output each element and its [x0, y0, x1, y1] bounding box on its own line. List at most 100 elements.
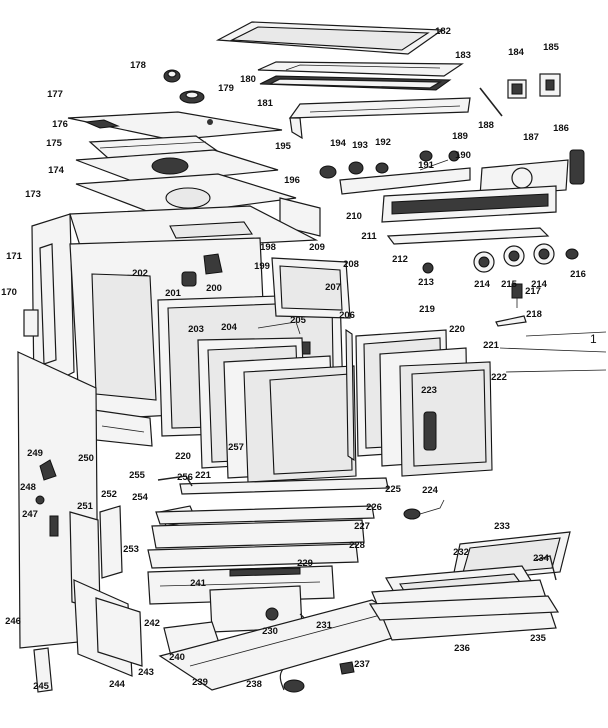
- callout-c255: 255: [129, 470, 146, 481]
- callout-c170: 170: [1, 287, 17, 298]
- callout-c224: 224: [422, 485, 439, 496]
- callout-c239: 239: [192, 677, 208, 688]
- thermocouple-188: [479, 87, 503, 117]
- callout-c235: 235: [530, 633, 547, 644]
- hinge-170: [23, 309, 39, 337]
- kick-panel-242-244: [73, 579, 143, 677]
- rack-235: [368, 595, 560, 621]
- switch-185: [539, 73, 561, 97]
- callout-c199: 199: [254, 261, 270, 272]
- callout-c187: 187: [523, 132, 539, 143]
- drawer-panel-227: [151, 519, 365, 549]
- leg-245: [33, 647, 53, 693]
- callout-c222: 222: [491, 372, 507, 383]
- valves-192-194: [319, 150, 460, 179]
- callout-c234: 234: [533, 553, 550, 564]
- handle-249: [39, 459, 57, 481]
- callout-c253: 253: [123, 544, 139, 555]
- callout-c231: 231: [316, 620, 333, 631]
- callout-c192: 192: [375, 137, 391, 148]
- switch-184: [507, 79, 527, 99]
- callout-c256: 256: [177, 472, 193, 483]
- callout-c209: 209: [309, 242, 325, 253]
- callout-c236: 236: [454, 643, 470, 654]
- callout-c251: 251: [77, 501, 94, 512]
- vent-rail-181: [288, 97, 471, 140]
- leader-line-2: [499, 347, 607, 353]
- callout-c189: 189: [452, 131, 468, 142]
- drawer-handle-229: [229, 567, 301, 577]
- brace-255: [157, 475, 193, 487]
- callout-c198: 198: [260, 242, 276, 253]
- control-knobs-214-215: [473, 243, 555, 273]
- side-mark: 1: [590, 332, 597, 346]
- callout-c208: 208: [343, 259, 359, 270]
- door-panel-257: [243, 365, 357, 483]
- callout-c219: 219: [419, 304, 435, 315]
- callout-c225: 225: [385, 484, 402, 495]
- burner-box-175: [75, 149, 279, 185]
- leader-line-3: [505, 369, 607, 373]
- callout-c220a: 220: [449, 324, 465, 335]
- callout-c241: 241: [190, 578, 207, 589]
- callout-c212: 212: [392, 254, 408, 265]
- screw-248: [35, 495, 45, 505]
- callout-c175: 175: [46, 138, 63, 149]
- callout-c202: 202: [132, 268, 148, 279]
- foot-238: [283, 679, 305, 693]
- rail-225: [179, 477, 389, 495]
- callout-c211: 211: [361, 231, 377, 242]
- callout-c257: 257: [228, 442, 244, 453]
- callout-c246: 246: [5, 616, 21, 627]
- igniter-224: [403, 499, 445, 520]
- screw-237: [339, 661, 355, 675]
- callout-c223: 223: [421, 385, 437, 396]
- callout-c173: 173: [25, 189, 41, 200]
- knob-186: [569, 149, 585, 185]
- callout-c249: 249: [27, 448, 43, 459]
- gasket-204: [257, 321, 301, 335]
- latch-247: [49, 515, 59, 537]
- callout-c181: 181: [257, 98, 274, 109]
- callout-c244: 244: [109, 679, 126, 690]
- callout-c193: 193: [352, 140, 368, 151]
- callout-c226: 226: [366, 502, 382, 513]
- callout-c221b: 221: [195, 470, 212, 481]
- callout-c228: 228: [349, 540, 365, 551]
- callout-c230: 230: [262, 626, 278, 637]
- callout-c245: 245: [33, 681, 50, 692]
- callout-c221a: 221: [483, 340, 500, 351]
- callout-c213: 213: [418, 277, 434, 288]
- callout-c229: 229: [297, 558, 313, 569]
- rail-234: [535, 555, 557, 581]
- callout-c184: 184: [508, 47, 525, 58]
- frame-226: [155, 505, 375, 525]
- callout-c205: 205: [290, 315, 307, 326]
- cooktop-177: [67, 111, 283, 141]
- callout-c191: 191: [418, 160, 435, 171]
- callout-c200: 200: [206, 283, 222, 294]
- top-griddle-182: [215, 21, 444, 55]
- trim-211: [386, 227, 550, 245]
- manifold-190: [339, 159, 471, 195]
- callout-c216: 216: [570, 269, 586, 280]
- seal-208: [271, 257, 351, 319]
- callout-c252: 252: [101, 489, 117, 500]
- handle-223: [423, 411, 437, 451]
- callout-c190: 190: [455, 150, 471, 161]
- callout-c185: 185: [543, 42, 560, 53]
- callout-c195: 195: [275, 141, 292, 152]
- callout-c227: 227: [354, 521, 370, 532]
- callout-c201: 201: [165, 288, 182, 299]
- callout-c180: 180: [240, 74, 256, 85]
- callout-c203: 203: [188, 324, 204, 335]
- callout-c196: 196: [284, 175, 300, 186]
- callout-c217: 217: [525, 286, 541, 297]
- callout-c186: 186: [553, 123, 569, 134]
- knob-213: [422, 262, 434, 274]
- trim-strip-171: [39, 243, 57, 365]
- callout-c248: 248: [20, 482, 36, 493]
- callout-c174: 174: [48, 165, 65, 176]
